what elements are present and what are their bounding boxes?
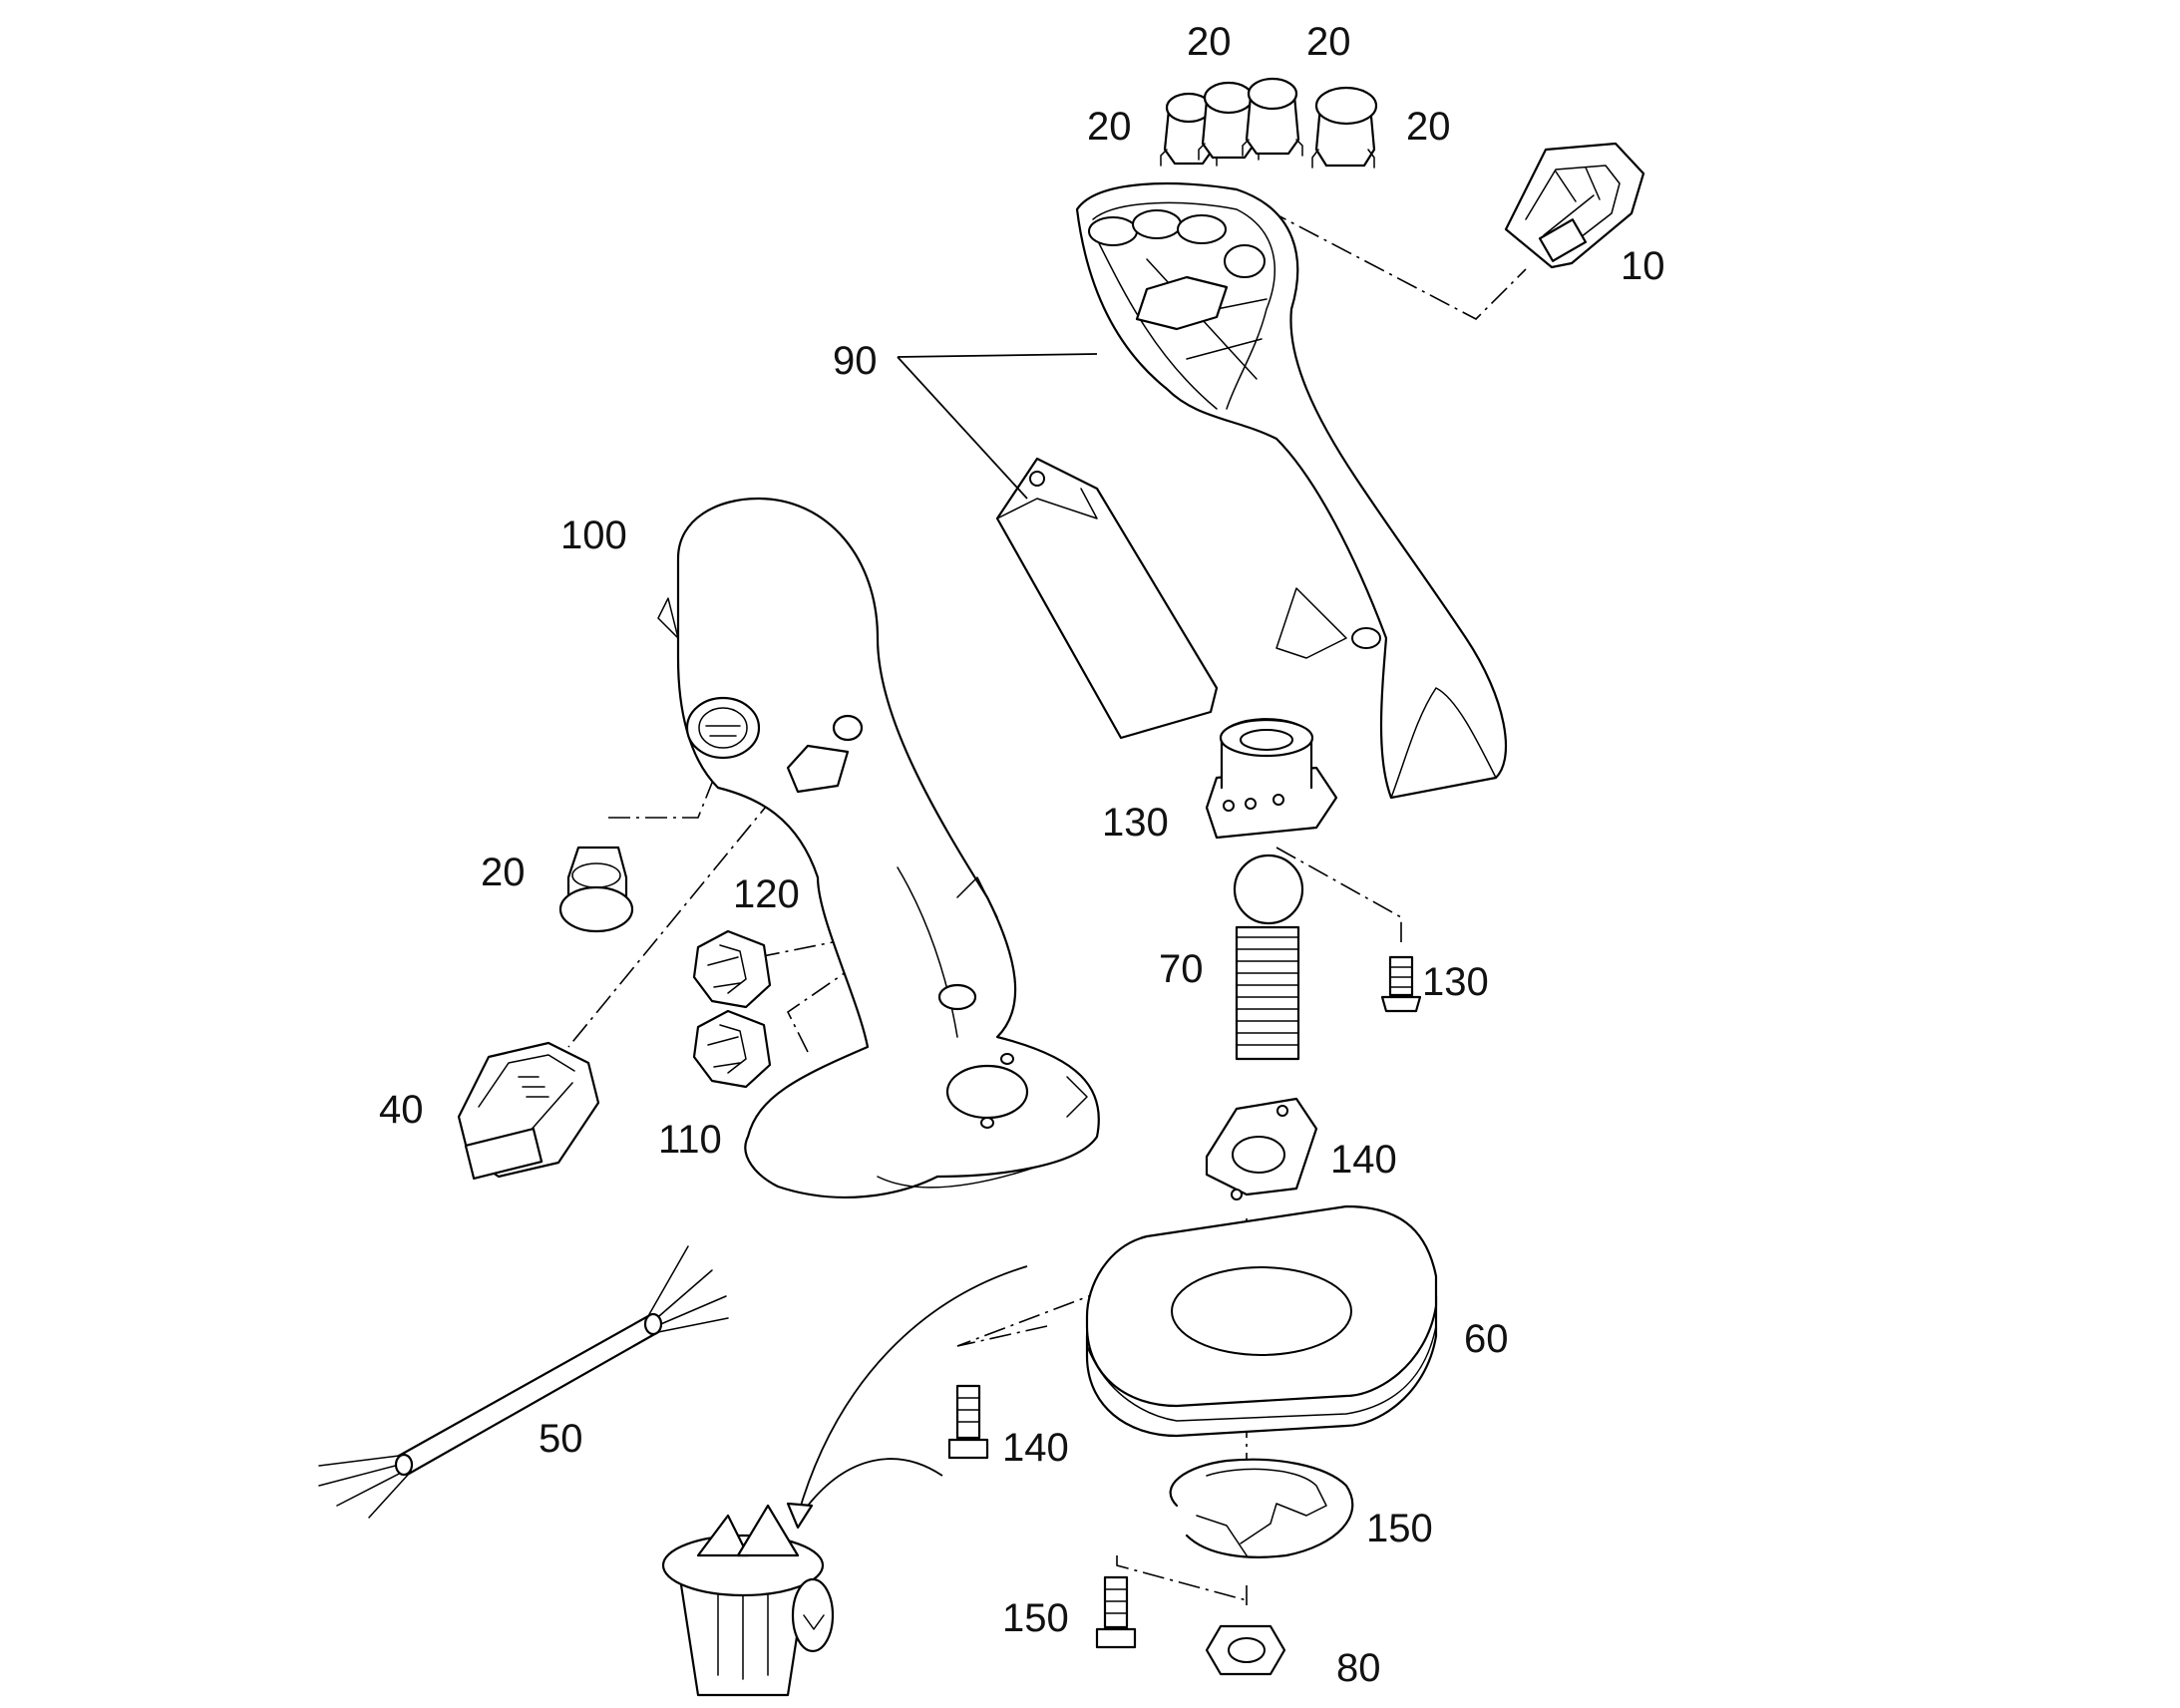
mount-plate-icon [1205,1097,1318,1200]
label-150: 150 [1002,1596,1069,1640]
label-150: 150 [1366,1507,1433,1550]
label-120: 120 [733,872,800,916]
label-130: 130 [1102,801,1169,845]
part-labels: 20 20 20 20 10 90 100 130 20 120 70 130 … [379,20,1665,1690]
base-pad-icon [1085,1204,1438,1438]
label-70: 70 [1159,947,1204,991]
discard-arrow [786,1265,1028,1530]
label-20: 20 [1306,20,1351,64]
handle-shell-icon [1075,181,1508,800]
label-60: 60 [1464,1317,1509,1361]
trigger-module-icon [457,1041,600,1181]
label-50: 50 [539,1417,583,1461]
push-button-icon [1198,81,1260,161]
joystick-grip-icon [657,497,1100,1199]
button-module-icon [1504,142,1645,269]
label-100: 100 [560,513,627,557]
socket-block-icon [1205,718,1338,840]
push-button-icon [1242,77,1303,157]
leader-lines [897,353,1098,500]
label-110: 110 [658,1118,722,1162]
label-20: 20 [1087,105,1132,149]
ball-spring-icon [1233,854,1304,1061]
label-140: 140 [1002,1426,1069,1470]
bolt-icon [947,1384,989,1460]
label-80: 80 [1336,1646,1381,1690]
clip-icon [692,929,772,1009]
label-20: 20 [481,851,526,894]
screw-icon [1380,955,1422,1013]
cable-icon [318,1245,729,1519]
push-button-icon [558,846,634,933]
bolt-icon [1095,1575,1137,1649]
nut-icon [1205,1624,1286,1676]
label-20: 20 [1406,105,1451,149]
label-140: 140 [1330,1138,1397,1182]
trash-can-icon [661,1504,835,1697]
label-40: 40 [379,1088,424,1132]
label-20: 20 [1187,20,1232,64]
label-90: 90 [833,339,878,383]
spring-ring-icon [1169,1458,1354,1558]
push-button-icon [1311,86,1378,169]
label-10: 10 [1621,244,1665,288]
label-130: 130 [1422,960,1489,1004]
clip-icon [692,1009,772,1089]
battery-cover-icon [995,457,1219,740]
